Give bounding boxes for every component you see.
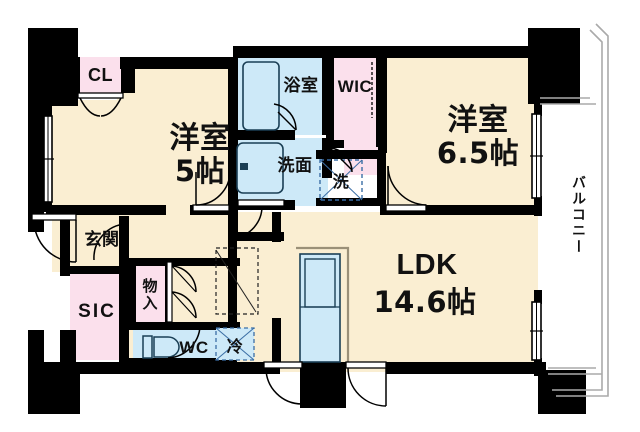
window-ldk-balcony xyxy=(530,301,543,361)
door-sic xyxy=(93,223,127,262)
label-washbasin: 洗面 xyxy=(277,155,313,176)
kitchen-counter xyxy=(296,246,350,366)
wall-be-bottom xyxy=(380,205,538,215)
wall-top-cl-right xyxy=(121,57,135,93)
door-storage xyxy=(166,261,197,323)
wall-left-lower xyxy=(28,330,44,376)
wall-hall-right xyxy=(228,212,238,236)
label-wc: WC xyxy=(179,338,209,357)
bathtub xyxy=(242,61,280,131)
floor-bedroom-east xyxy=(386,57,538,212)
structural-walls xyxy=(28,28,586,414)
wall-wc-bottom xyxy=(125,358,237,365)
door-wc xyxy=(167,321,201,359)
label-balcony: バルコニー xyxy=(570,175,586,255)
wall-washer-top xyxy=(316,150,386,159)
floor-bedroom-west-top xyxy=(117,63,233,103)
room-label-bedroom-west-name: 洋室 xyxy=(169,121,231,156)
wall-fridge-right xyxy=(272,318,281,364)
refrigerator-space xyxy=(215,327,255,361)
label-sic: SIC xyxy=(78,301,116,322)
door-wic xyxy=(329,147,353,173)
wall-top-1 xyxy=(120,57,238,69)
wall-wic-left xyxy=(326,57,334,147)
wall-washer-right xyxy=(377,150,386,206)
room-label-bedroom-east-name: 洋室 xyxy=(447,103,509,138)
wall-kitchen-top xyxy=(228,232,284,241)
door-ldk-left xyxy=(263,361,303,405)
door-bedroom-west xyxy=(192,170,231,212)
wall-storage-top xyxy=(128,258,240,266)
washer-pan xyxy=(319,159,363,201)
floor-sic xyxy=(70,272,125,360)
door-washbasin xyxy=(233,199,285,239)
wall-storage-bottom xyxy=(128,322,240,330)
room-label-ldk-size: 14.6帖 xyxy=(373,285,477,319)
fixtures xyxy=(142,61,363,366)
door-closet-cl xyxy=(77,92,124,117)
wall-ldk-left-upper xyxy=(272,212,281,242)
windows xyxy=(42,113,543,361)
wall-kitchen-left xyxy=(228,236,237,364)
window-bedroom-west xyxy=(42,115,54,203)
kitchen-sink xyxy=(304,258,336,308)
wall-entry-left xyxy=(60,212,70,276)
door-bathroom xyxy=(273,103,297,131)
label-storage: 物入 xyxy=(140,278,159,312)
label-wic: WIC xyxy=(337,77,373,96)
wall-sic-bottom-left xyxy=(60,330,76,364)
door-ldk-right xyxy=(345,361,387,407)
pantry-dashed xyxy=(215,247,259,315)
room-label-bedroom-west-size: 5帖 xyxy=(174,154,226,188)
label-bathroom: 浴室 xyxy=(283,75,319,96)
label-washer: 洗 xyxy=(332,172,350,191)
floor-bedroom-west xyxy=(50,100,233,212)
wall-bottom-3 xyxy=(386,362,546,374)
balcony-outline xyxy=(552,23,609,397)
wall-washer-bottom xyxy=(316,198,378,206)
wall-bath-bottom xyxy=(233,130,295,140)
wall-top-cl-left xyxy=(66,57,80,93)
door-entrance xyxy=(31,213,77,263)
label-closet-cl: CL xyxy=(88,64,113,85)
wall-be-left xyxy=(378,57,387,153)
pillar-bottom-left xyxy=(28,370,80,414)
window-bedroom-east xyxy=(530,113,543,199)
wall-right-seg3 xyxy=(534,290,542,304)
wall-wic-bottom xyxy=(326,140,344,148)
wash-basin xyxy=(236,142,284,194)
wall-bw-bottom xyxy=(46,205,166,215)
label-entrance: 玄関 xyxy=(84,229,120,250)
wall-right-seg xyxy=(534,100,542,116)
floor-storage xyxy=(133,262,167,330)
doors xyxy=(31,62,427,407)
room-label-bedroom-east-size: 6.5帖 xyxy=(436,136,520,170)
balcony-handrail-line xyxy=(540,97,602,375)
toilet xyxy=(142,335,180,359)
wall-top-2 xyxy=(233,46,533,58)
wall-storage-left xyxy=(128,258,136,330)
wash-basin-faucet xyxy=(240,163,248,170)
floor-closet-cl xyxy=(78,57,123,93)
wall-sic-right xyxy=(119,216,129,364)
pillar-top-right xyxy=(528,28,580,104)
wall-sic-top xyxy=(60,266,128,274)
label-fridge: 冷 xyxy=(226,337,244,356)
wall-bottom-pillar-mid xyxy=(300,362,346,408)
door-bedroom-east xyxy=(385,165,427,212)
room-label-ldk-name: LDK xyxy=(396,248,458,281)
pillar-bottom-right xyxy=(538,370,586,414)
